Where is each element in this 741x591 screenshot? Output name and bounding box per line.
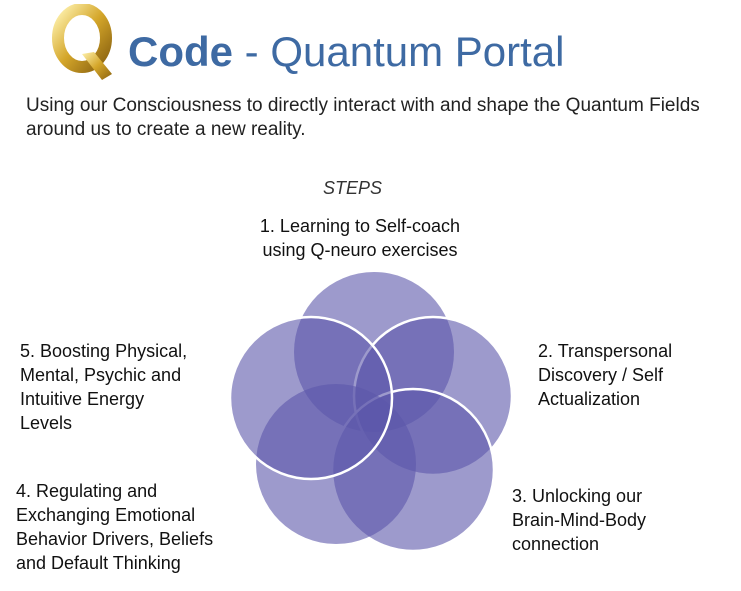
q-logo [52,4,112,80]
circle-step-5 [228,315,394,481]
page-title: Code - Quantum Portal [128,28,565,75]
steps-heading: STEPS [323,178,383,198]
step-5-label: 5. Boosting Physical,Mental, Psychic and… [20,341,188,433]
subtitle: Using our Consciousness to directly inte… [26,95,700,140]
